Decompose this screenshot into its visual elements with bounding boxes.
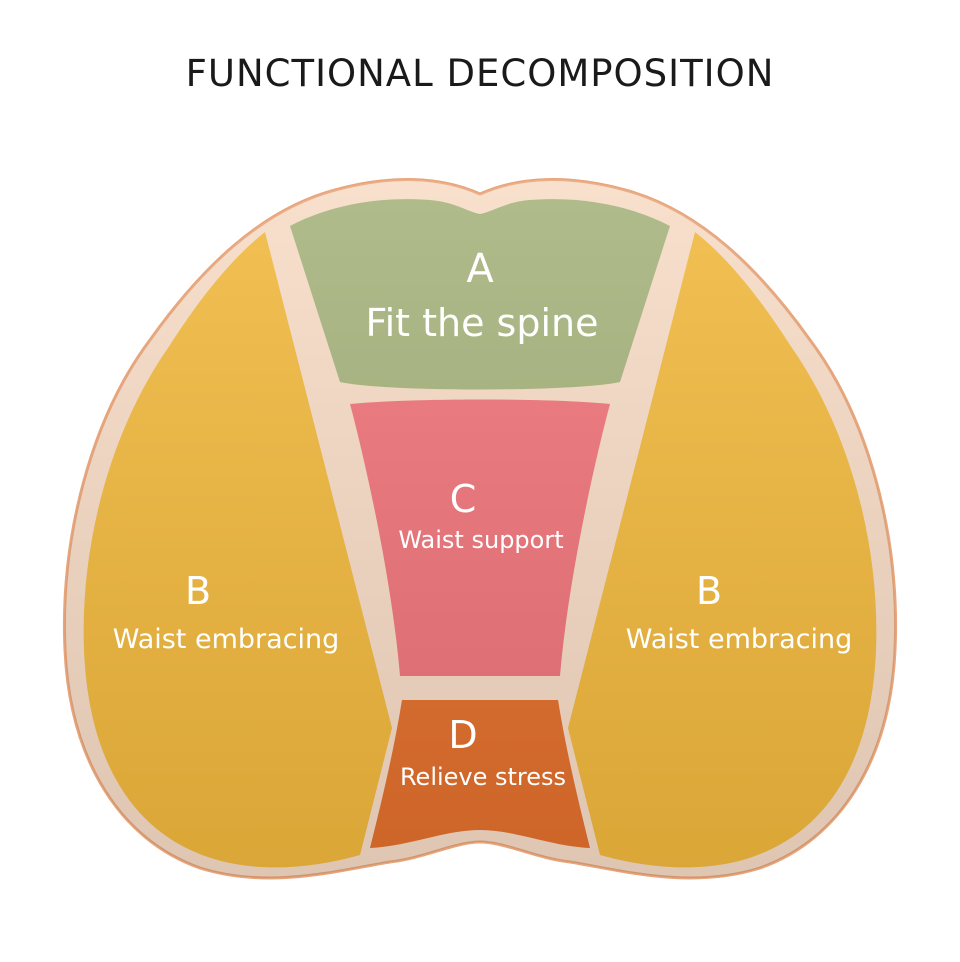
zone-b-left-label: Waist embracing (113, 624, 340, 655)
cushion-shading (64, 179, 896, 878)
zone-c-letter: C (450, 477, 477, 521)
zone-d-letter: D (448, 713, 477, 757)
zone-d-label: Relieve stress (400, 763, 566, 791)
zone-a-letter: A (466, 246, 494, 292)
zone-a-label: Fit the spine (365, 301, 598, 345)
zone-b-left-letter: B (185, 569, 211, 613)
diagram-title: FUNCTIONAL DECOMPOSITION (185, 52, 775, 95)
zone-b-right-letter: B (696, 569, 722, 613)
zone-c-label: Waist support (398, 526, 563, 554)
zone-b-right-label: Waist embracing (626, 624, 853, 655)
